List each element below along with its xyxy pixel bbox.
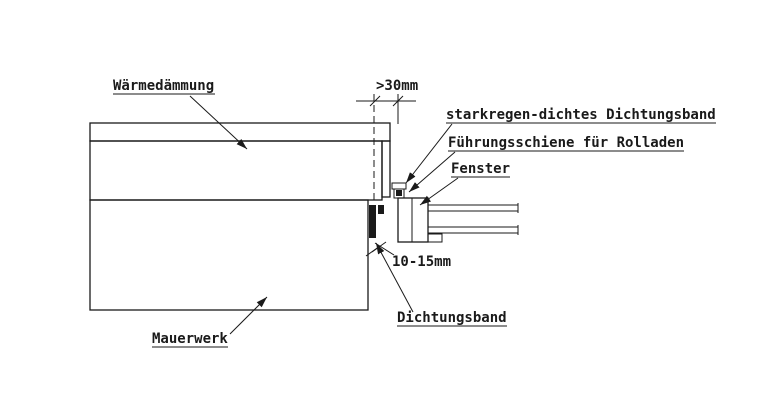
label-shutter-guide-rail: Führungsschiene für Rolladen [448, 135, 684, 151]
guide-rail-seal-block [396, 190, 402, 196]
label-window-group: Fenster [419, 161, 510, 206]
packing-block [378, 205, 384, 214]
dimension-joint-width-text: 10-15mm [392, 254, 451, 270]
label-insulation-group: Wärmedämmung [113, 78, 248, 150]
dimension-tick-left [369, 95, 381, 107]
render-layer [89, 122, 391, 198]
label-insulation-leader [189, 95, 248, 150]
label-rainproof-sealing-tape: starkregen-dichtes Dichtungsband [446, 107, 716, 123]
label-window: Fenster [451, 161, 510, 177]
label-sealing-tape-group: Dichtungsband [375, 242, 507, 327]
label-masonry-leader [229, 296, 268, 335]
masonry-layer [89, 199, 369, 311]
label-window-leader [419, 177, 459, 206]
label-sealing-tape-leader [375, 242, 414, 313]
window-frame-body [397, 197, 429, 243]
label-rainproof-tape-group: starkregen-dichtes Dichtungsband [405, 107, 716, 184]
dimension-joint-width: 10-15mm [365, 241, 451, 270]
render-right-strip [381, 140, 391, 198]
label-masonry: Mauerwerk [152, 331, 228, 347]
window-frame-detail [369, 182, 519, 243]
dimension-top-offset-text: >30mm [376, 78, 418, 94]
label-sealing-tape: Dichtungsband [397, 310, 507, 326]
label-rainproof-sealing-tape-leader [405, 123, 453, 184]
label-shutter-guide-rail-leader [408, 151, 456, 193]
window-sash-lines [428, 203, 519, 235]
render-top-strip [89, 122, 391, 142]
insulation-layer [89, 140, 383, 201]
guide-rail-profile [391, 182, 407, 190]
sealing-tape-block [369, 205, 376, 238]
dimension-top-offset: >30mm [356, 78, 418, 202]
label-guide-rail-group: Führungsschiene für Rolladen [408, 135, 684, 193]
window-frame-step [427, 233, 443, 243]
dimension-tick-right [392, 95, 404, 107]
label-masonry-group: Mauerwerk [152, 296, 268, 348]
masonry-body [89, 199, 369, 311]
insulation-body [89, 140, 383, 201]
label-insulation: Wärmedämmung [113, 78, 214, 94]
